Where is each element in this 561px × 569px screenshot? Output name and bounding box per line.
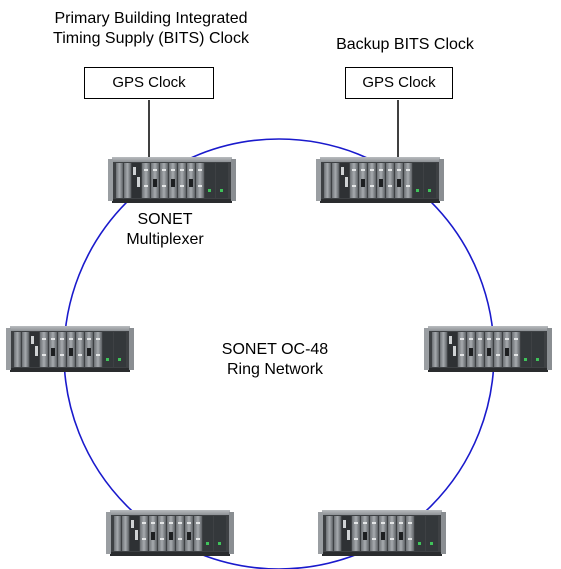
- ring-network-label: SONET OC-48 Ring Network: [200, 340, 350, 380]
- primary-gps-clock-box: GPS Clock: [84, 67, 214, 99]
- sonet-mux-top-left: [108, 157, 236, 203]
- backup-clock-title: Backup BITS Clock: [310, 35, 500, 55]
- ring-label-line1: SONET OC-48: [221, 341, 329, 358]
- multiplexer-label-line1: SONET: [137, 211, 193, 228]
- sonet-mux-bottom-right: [318, 510, 446, 556]
- primary-clock-title-line2: Timing Supply (BITS) Clock: [53, 30, 249, 47]
- primary-clock-title: Primary Building Integrated Timing Suppl…: [20, 9, 282, 49]
- sonet-multiplexer-label: SONET Multiplexer: [110, 210, 220, 250]
- ring-label-line2: Ring Network: [226, 361, 324, 378]
- sonet-mux-mid-right: [424, 326, 552, 372]
- sonet-mux-top-right: [316, 157, 444, 203]
- backup-gps-clock-box: GPS Clock: [345, 67, 453, 99]
- multiplexer-label-line2: Multiplexer: [126, 231, 204, 248]
- sonet-mux-mid-left: [6, 326, 134, 372]
- backup-clock-title-text: Backup BITS Clock: [336, 36, 474, 53]
- primary-clock-title-line1: Primary Building Integrated: [54, 10, 248, 27]
- sonet-mux-bottom-left: [106, 510, 234, 556]
